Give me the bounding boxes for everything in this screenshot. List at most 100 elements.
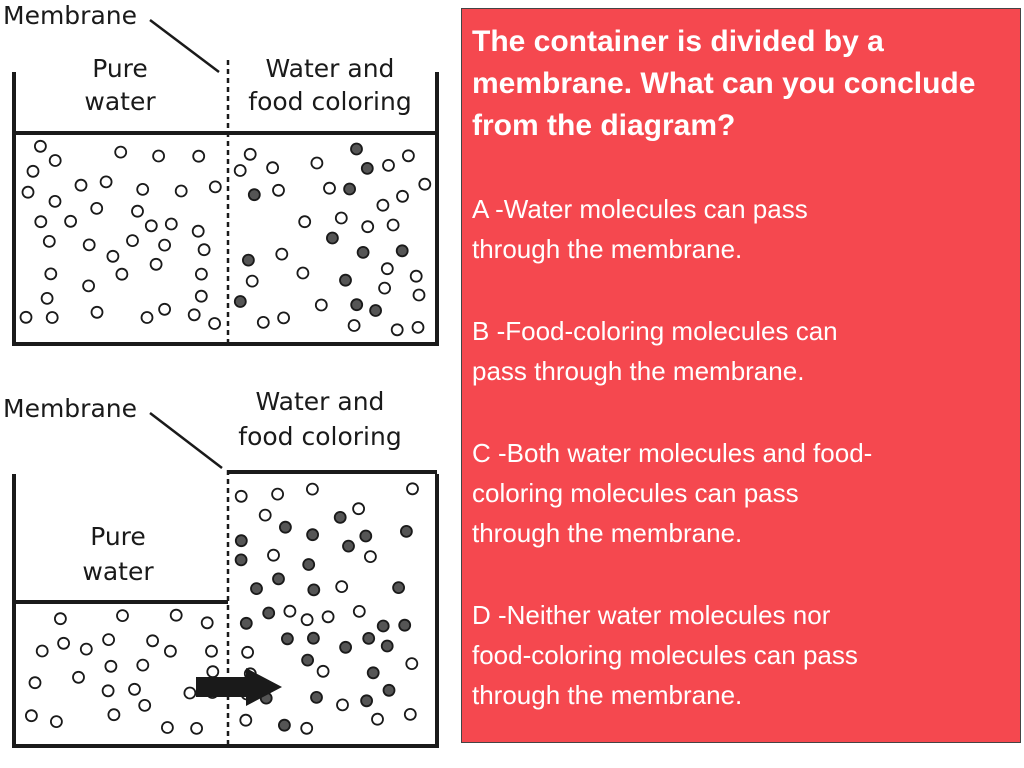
water-molecule	[298, 215, 312, 229]
food-coloring-molecule	[359, 529, 373, 543]
pure-water-label-top-2: water	[84, 87, 156, 116]
option-c[interactable]: C -Both water molecules and food- colori…	[472, 433, 1012, 553]
water-molecule	[390, 323, 404, 337]
water-molecule	[194, 267, 208, 281]
water-molecule	[21, 185, 35, 199]
bottom-container-diagram: Membrane Water and food coloring Pure wa…	[3, 387, 439, 748]
food-coloring-molecule	[302, 558, 316, 571]
water-molecule	[206, 665, 220, 679]
water-molecule	[409, 269, 423, 283]
water-molecule	[169, 608, 183, 622]
membrane-pointer-bottom	[149, 412, 223, 469]
water-molecule	[144, 219, 158, 233]
food-coloring-molecule	[272, 572, 285, 586]
food-coloring-molecule	[339, 640, 353, 654]
food-coloring-molecule	[333, 511, 347, 524]
water-molecule	[104, 659, 118, 673]
water-molecule	[310, 156, 324, 170]
water-molecule	[50, 715, 63, 728]
top-container-diagram: Membrane Pure water Water and food color…	[3, 1, 439, 346]
water-molecule	[114, 145, 128, 159]
option-a[interactable]: A -Water molecules can pass through the …	[472, 189, 1012, 269]
water-molecule	[24, 709, 38, 723]
water-molecule	[163, 644, 177, 658]
water-molecule	[403, 708, 417, 721]
water-molecule	[234, 489, 248, 503]
food-coloring-molecule	[398, 618, 412, 632]
water-molecule	[107, 708, 121, 722]
water-molecule	[256, 315, 270, 329]
food-coloring-molecule	[366, 666, 380, 680]
water-molecule	[371, 712, 384, 726]
option-c-line-1: C -Both water molecules and food-	[472, 438, 873, 468]
water-molecule	[267, 548, 280, 562]
water-molecule	[140, 311, 154, 324]
membrane-label-bottom: Membrane	[3, 394, 137, 423]
water-molecule	[283, 604, 297, 618]
water-molecule	[352, 605, 366, 618]
food-coloring-molecule	[234, 553, 248, 567]
water-molecule	[321, 610, 335, 624]
option-a-line-1: A -Water molecules can pass	[472, 194, 808, 224]
water-molecule	[131, 204, 144, 218]
water-molecule	[401, 149, 415, 163]
water-molecule	[34, 215, 48, 229]
water-molecule	[347, 319, 361, 332]
food-coloring-molecule	[380, 639, 394, 653]
water-molecule	[102, 633, 115, 646]
water-molecule	[138, 699, 152, 712]
water-molecule	[208, 317, 222, 330]
water-molecule	[82, 238, 96, 252]
food-coloring-molecule	[350, 142, 363, 156]
water-molecule	[412, 288, 426, 302]
food-coloring-molecule	[233, 295, 247, 308]
water-molecule	[152, 149, 166, 163]
option-d[interactable]: D -Neither water molecules nor food-colo…	[472, 595, 1012, 715]
food-coloring-molecule	[250, 582, 263, 595]
food-coloring-molecule	[382, 683, 396, 697]
water-molecule	[380, 262, 394, 276]
food-coloring-molecule	[307, 583, 321, 597]
food-coloring-molecule	[360, 694, 374, 708]
food-coloring-molecule	[306, 631, 320, 645]
water-molecule	[115, 267, 129, 281]
water-molecule	[191, 224, 205, 238]
water-molecule	[258, 508, 272, 522]
pure-water-label-bottom-1: Pure	[90, 522, 146, 551]
food-coloring-molecule	[234, 534, 248, 548]
water-molecule	[192, 149, 206, 163]
water-molecule	[174, 184, 188, 198]
water-molecule	[158, 302, 172, 316]
option-d-line-1: D -Neither water molecules nor	[472, 600, 831, 630]
option-c-line-3: through the membrane.	[472, 518, 743, 548]
water-molecule	[336, 698, 349, 712]
water-molecule	[160, 721, 174, 734]
water-molecule	[19, 310, 33, 324]
water-molecule	[205, 644, 218, 658]
food-coloring-molecule	[239, 616, 253, 630]
water-molecule	[208, 180, 222, 194]
water-molecule	[26, 164, 40, 178]
water-molecule	[233, 164, 247, 177]
water-molecule	[190, 722, 204, 735]
osmosis-diagram: Membrane Pure water Water and food color…	[3, 1, 439, 748]
water-molecule	[99, 175, 113, 189]
right-arrow-icon	[196, 668, 282, 706]
water-molecule	[101, 684, 115, 698]
option-d-line-2: food-coloring molecules can pass	[472, 640, 858, 670]
water-molecule	[187, 308, 201, 322]
food-coloring-molecule	[325, 231, 339, 245]
water-molecule	[72, 670, 85, 684]
water-molecule	[45, 311, 59, 324]
water-molecule	[35, 644, 49, 658]
water-molecule	[405, 657, 419, 670]
water-molecule	[42, 234, 56, 248]
membrane-pointer-top	[149, 19, 220, 73]
food-coloring-molecule	[376, 619, 390, 633]
food-coloring-molecule	[360, 161, 374, 175]
water-molecule	[40, 291, 54, 305]
water-molecule	[34, 139, 47, 153]
water-molecule	[164, 217, 178, 231]
molecules-bottom	[24, 482, 419, 735]
option-b[interactable]: B -Food-coloring molecules can pass thro…	[472, 311, 1012, 391]
